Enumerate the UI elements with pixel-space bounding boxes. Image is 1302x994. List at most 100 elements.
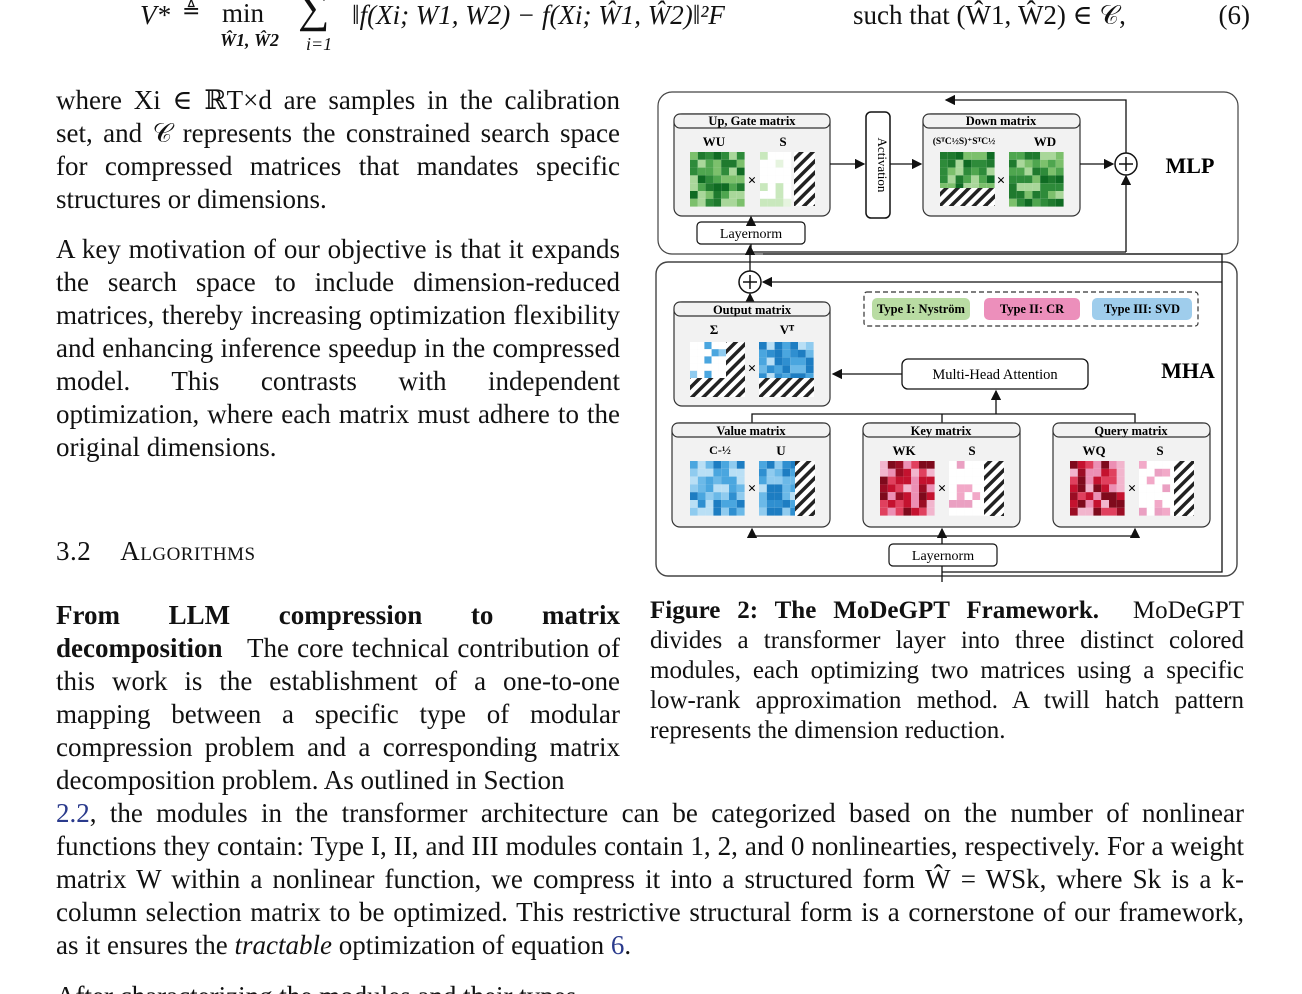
matrix-cell — [775, 159, 784, 168]
equation-sum: ∑ — [298, 0, 330, 32]
matrix-cell — [1116, 476, 1125, 485]
key-w-label: WK — [892, 443, 916, 458]
matrix-cell — [880, 468, 888, 477]
matrix-cell — [911, 500, 919, 508]
matrix-cell — [964, 492, 973, 500]
matrix-cell — [903, 461, 912, 469]
matrix-cell — [1016, 198, 1025, 207]
matrix-cell — [766, 342, 775, 350]
matrix-cell — [760, 183, 768, 191]
matrix-cell — [759, 468, 767, 477]
matrix-cell — [947, 159, 956, 168]
matrix-cell — [697, 500, 706, 508]
matrix-cell — [895, 500, 904, 508]
matrix-cell — [911, 507, 919, 516]
matrix-cell — [1162, 468, 1171, 477]
cut-off-line: After characterizing the modules and the… — [56, 980, 1244, 994]
matrix-cell — [926, 492, 935, 500]
hatch-reduction — [759, 378, 814, 397]
matrix-cell — [1032, 191, 1041, 199]
matrix-cell — [1016, 183, 1025, 191]
matrix-cell — [790, 468, 798, 477]
matrix-cell — [729, 152, 737, 160]
matrix-cell — [955, 152, 964, 160]
equation-link[interactable]: 6 — [610, 930, 625, 960]
matrix-cell — [774, 476, 783, 485]
matrix-cell — [766, 461, 775, 469]
matrix-cell — [1154, 476, 1163, 485]
section-link[interactable]: 2.2 — [56, 798, 90, 828]
matrix-cell — [1040, 191, 1048, 199]
matrix-cell — [721, 159, 729, 168]
matrix-cell — [1055, 159, 1064, 168]
paragraph-motivation: A key motivation of our objective is tha… — [56, 234, 620, 462]
matrix-cell — [782, 492, 791, 500]
matrix-cell — [1116, 492, 1125, 500]
matrix-cell — [760, 191, 768, 199]
matrix-cell — [887, 507, 896, 516]
matrix-cell — [1009, 167, 1017, 176]
hatch-reduction — [1174, 461, 1194, 516]
matrix-cell — [964, 476, 973, 485]
matrix-cell — [1024, 175, 1033, 184]
matrix-cell — [697, 198, 706, 207]
matrix-cell — [697, 476, 706, 485]
matrix-cell — [805, 349, 814, 358]
matrix-cell — [782, 349, 791, 358]
multiply-icon: × — [1128, 481, 1137, 497]
matrix-cell — [704, 342, 712, 350]
matrix-cell — [690, 183, 698, 191]
up-gate-module: Up, Gate matrix WU S × — [673, 113, 831, 217]
layernorm-top-label: Layernorm — [720, 227, 782, 242]
matrix-cell — [919, 492, 927, 500]
matrix-cell — [736, 468, 745, 477]
matrix-cell — [956, 484, 965, 493]
matrix-cell — [705, 198, 714, 207]
matrix-cell — [1116, 507, 1125, 516]
matrix-cell — [1070, 468, 1078, 477]
matrix-cell — [690, 484, 698, 493]
matrix-cell — [1139, 484, 1147, 493]
equation-min: min — [222, 0, 265, 28]
matrix-cell — [1154, 492, 1163, 500]
matrix-cell — [1085, 500, 1094, 508]
key-module: Key matrix WK S × — [862, 422, 1021, 528]
value-c-grid — [690, 461, 745, 516]
matrix-cell — [911, 468, 919, 477]
multiply-icon: × — [748, 173, 757, 189]
matrix-cell — [721, 484, 729, 493]
matrix-cell — [766, 373, 775, 381]
matrix-cell — [979, 159, 987, 168]
matrix-cell — [760, 152, 768, 160]
matrix-cell — [1040, 198, 1048, 207]
matrix-cell — [956, 500, 965, 508]
matrix-cell — [713, 198, 722, 207]
matrix-cell — [690, 468, 698, 477]
matrix-cell — [713, 152, 722, 160]
matrix-cell — [697, 370, 705, 378]
equation-def-symbol: ≜ — [182, 0, 201, 23]
key-s-label: S — [968, 443, 975, 458]
matrix-cell — [1048, 152, 1056, 160]
matrix-cell — [721, 167, 729, 176]
matrix-cell — [697, 175, 706, 184]
matrix-cell — [1116, 484, 1125, 493]
matrix-cell — [713, 476, 722, 485]
matrix-cell — [1162, 476, 1171, 485]
matrix-cell — [964, 500, 973, 508]
matrix-cell — [1032, 159, 1041, 168]
matrix-cell — [1109, 484, 1117, 493]
matrix-cell — [949, 476, 957, 485]
matrix-cell — [782, 476, 791, 485]
matrix-cell — [1139, 492, 1147, 500]
matrix-cell — [729, 175, 737, 184]
matrix-cell — [903, 507, 912, 516]
output-vt-grid — [759, 342, 814, 381]
output-sigma-grid — [690, 342, 726, 378]
matrix-cell — [903, 500, 912, 508]
matrix-cell — [903, 484, 912, 493]
down-left-label: (SᵀC½S)⁺SᵀC½ — [933, 136, 995, 147]
matrix-cell — [697, 349, 705, 357]
matrix-cell — [718, 342, 726, 350]
matrix-cell — [895, 468, 904, 477]
